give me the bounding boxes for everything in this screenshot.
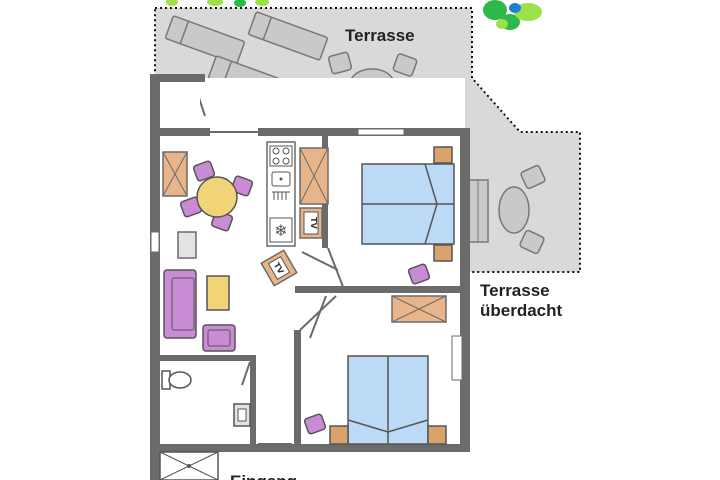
bedroom-1-chair (407, 263, 431, 285)
dining-table (179, 160, 254, 232)
storage-room (160, 82, 200, 128)
double-bed-2 (329, 355, 447, 445)
bedroom-1-wardrobe (299, 147, 329, 205)
sofa (163, 269, 197, 339)
bedroom-2-chair (303, 413, 327, 435)
kitchen-cabinet (162, 151, 188, 197)
coffee-table (206, 275, 230, 311)
covered-terrace-label-line1: Terrasse (480, 281, 550, 300)
windows (150, 128, 463, 381)
plant-decoration-left (166, 0, 269, 7)
tv-stand-living: TV (260, 249, 298, 287)
covered-terrace-label-line2: überdacht (480, 301, 563, 320)
bedroom-2-wardrobe (391, 295, 447, 323)
covered-terrace-table-set (467, 164, 546, 255)
bathroom-sink-icon (233, 403, 251, 427)
double-bed-1 (361, 146, 455, 262)
terrace-label: Terrasse (345, 26, 415, 45)
kitchen-counter: ❄ (266, 141, 296, 247)
plant-decoration (483, 0, 542, 30)
entrance-label: Eingang (230, 472, 297, 480)
toilet-icon (161, 370, 192, 390)
armchair (202, 324, 236, 352)
tv-stand-bedroom: TV (299, 207, 323, 239)
shower-icon (159, 451, 219, 480)
stove-icon (269, 145, 293, 167)
sink-small (177, 231, 197, 259)
sink-icon (271, 171, 291, 187)
freezer-icon: ❄ (269, 217, 293, 243)
dish-rack-icon (272, 191, 290, 200)
tv-label: TV (309, 217, 318, 229)
svg-text:❄: ❄ (274, 221, 287, 240)
sun-lounger (248, 11, 328, 61)
sun-lounger (165, 15, 245, 65)
